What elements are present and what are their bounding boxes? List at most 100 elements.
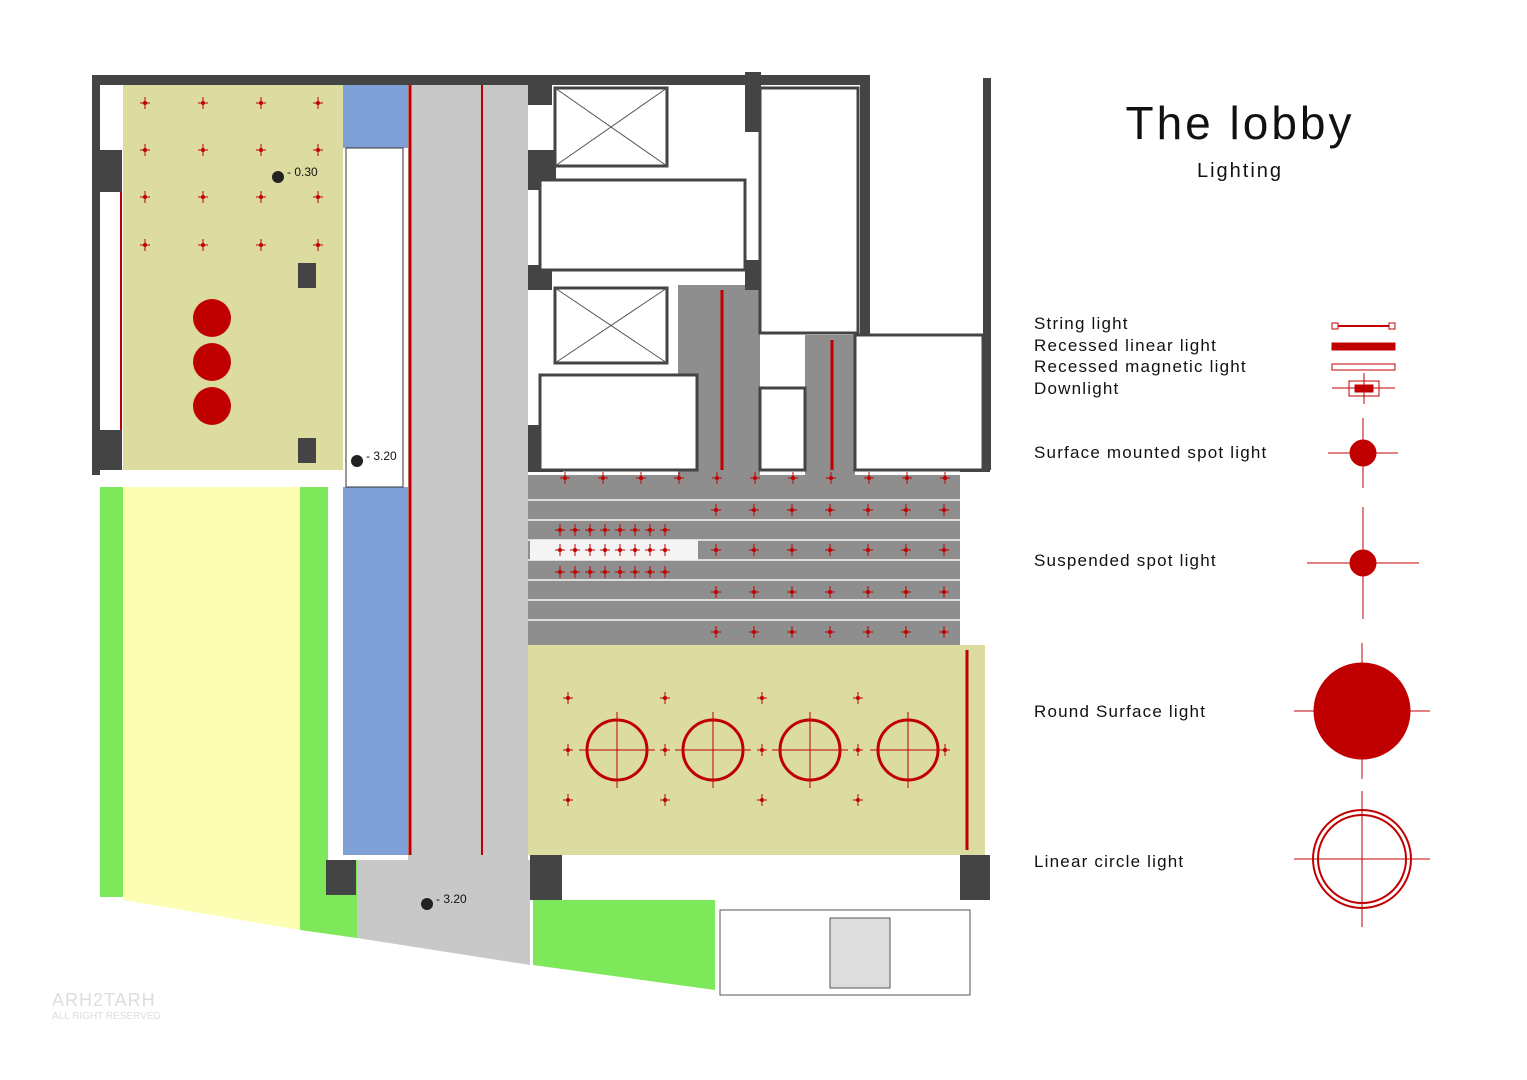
- downlight-icon: [749, 626, 759, 638]
- watermark-logo: ARH2TARH ALL RIGHT RESERVED: [52, 990, 161, 1022]
- downlight-icon: [750, 472, 760, 484]
- downlight-icon: [940, 472, 950, 484]
- level-marker: [351, 455, 363, 467]
- downlight-icon: [198, 97, 208, 109]
- downlight-icon: [749, 586, 759, 598]
- downlight-icon: [600, 524, 610, 536]
- downlight-icon: [749, 504, 759, 516]
- legend-label: Suspended spot light: [1034, 551, 1217, 570]
- linear-circle-light-icon: [870, 712, 946, 788]
- downlight-icon: [630, 544, 640, 556]
- linear-circle-light-icon: [772, 712, 848, 788]
- downlight-icon: [939, 504, 949, 516]
- entrance-floor: [357, 860, 530, 965]
- downlight-icon: [140, 239, 150, 251]
- legend-label: Linear circle light: [1034, 852, 1185, 871]
- downlight-icon: [939, 586, 949, 598]
- downlight-icon: [615, 524, 625, 536]
- downlight-icon: [630, 524, 640, 536]
- downlight-icon: [140, 191, 150, 203]
- downlight-icon: [570, 566, 580, 578]
- downlight-icon: [902, 472, 912, 484]
- surface-spot-light-icon: [1328, 418, 1398, 488]
- legend-label: Downlight: [1034, 379, 1120, 398]
- downlight-icon: [901, 586, 911, 598]
- legend-label: Round Surface light: [1034, 702, 1207, 721]
- downlight-icon: [787, 504, 797, 516]
- downlight-icon: [198, 191, 208, 203]
- downlight-icon: [563, 794, 573, 806]
- downlight-icon: [570, 524, 580, 536]
- downlight-icon: [555, 544, 565, 556]
- downlight-icon: [313, 239, 323, 251]
- downlight-icon: [711, 626, 721, 638]
- downlight-icon: [939, 626, 949, 638]
- downlight-icon: [660, 544, 670, 556]
- green-strip-left: [300, 487, 357, 938]
- downlight-icon: [757, 794, 767, 806]
- stair-box: [345, 147, 404, 488]
- downlight-icon: [788, 472, 798, 484]
- linear-circle-light-icon: [579, 712, 655, 788]
- downlight-icon: [787, 586, 797, 598]
- downlight-icon: [256, 97, 266, 109]
- downlight-icon: [901, 626, 911, 638]
- downlight-icon: [645, 566, 655, 578]
- downlight-icon: [198, 144, 208, 156]
- downlight-icon: [600, 544, 610, 556]
- downlight-icon: [313, 144, 323, 156]
- downlight-icon: [660, 744, 670, 756]
- downlight-icon: [570, 544, 580, 556]
- downlight-icon: [863, 586, 873, 598]
- recessed-linear-light-icon: [1331, 342, 1396, 351]
- downlight-icon: [645, 544, 655, 556]
- downlight-icon: [939, 544, 949, 556]
- legend-label: String light: [1034, 314, 1129, 333]
- page-title: The lobby: [1125, 97, 1355, 149]
- downlight-icon: [560, 472, 570, 484]
- downlight-icon: [615, 566, 625, 578]
- downlight-icon: [256, 239, 266, 251]
- legend-label: Recessed magnetic light: [1034, 357, 1247, 376]
- downlight-icon: [864, 472, 874, 484]
- recessed-magnetic-light-icon: [1331, 363, 1396, 371]
- downlight-icon: [660, 566, 670, 578]
- downlight-icon: [555, 566, 565, 578]
- downlight-icon: [757, 692, 767, 704]
- downlight-icon: [563, 692, 573, 704]
- level-label: - 3.20: [436, 892, 467, 906]
- downlight-icon: [749, 544, 759, 556]
- downlight-icon: [787, 544, 797, 556]
- downlight-icon: [711, 504, 721, 516]
- downlight-icon: [585, 524, 595, 536]
- downlight-icon: [825, 544, 835, 556]
- level-marker: [421, 898, 433, 910]
- corridor: [408, 85, 528, 860]
- downlight-icon: [660, 524, 670, 536]
- downlight-icon: [787, 626, 797, 638]
- linear-circle-light-icon: [675, 712, 751, 788]
- blue-strip: [343, 487, 408, 855]
- downlight-icon: [636, 472, 646, 484]
- downlight-icon: [600, 566, 610, 578]
- string-light-icon: [1331, 322, 1396, 330]
- downlight-icon: [711, 586, 721, 598]
- downlight-icon: [313, 191, 323, 203]
- level-marker: [272, 171, 284, 183]
- downlight-icon: [140, 144, 150, 156]
- downlight-icon: [256, 144, 266, 156]
- downlight-icon: [645, 524, 655, 536]
- downlight-icon: [826, 472, 836, 484]
- downlight-icon: [198, 239, 208, 251]
- green-strip-right: [533, 900, 715, 990]
- downlight-icon: [825, 586, 835, 598]
- downlight-icon: [901, 544, 911, 556]
- downlight-icon: [674, 472, 684, 484]
- round-surface-light-icon: [193, 299, 231, 337]
- downlight-icon: [711, 544, 721, 556]
- downlight-icon: [853, 692, 863, 704]
- downlight-icon: [585, 544, 595, 556]
- yellow-area: [123, 487, 300, 930]
- downlight-icon: [863, 626, 873, 638]
